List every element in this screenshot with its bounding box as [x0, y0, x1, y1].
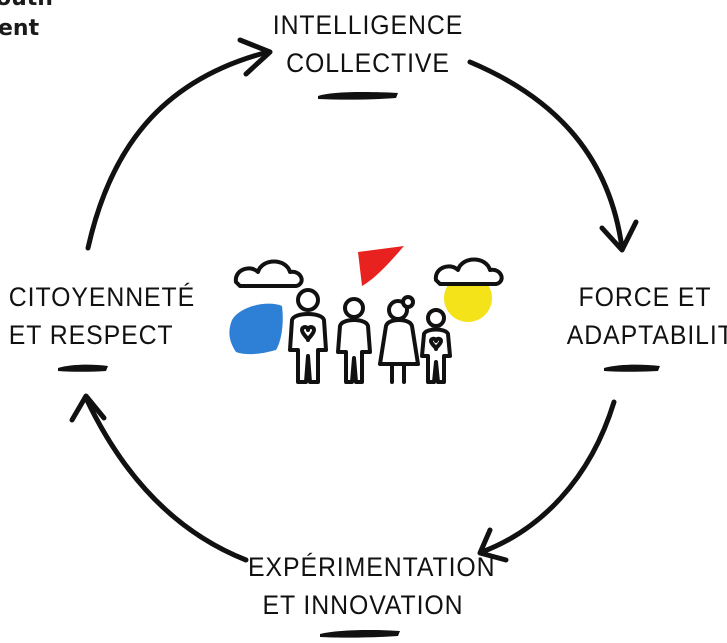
person-child-icon	[420, 308, 452, 384]
node-force-adaptabilite: FORCE ET ADAPTABILITÉ	[566, 278, 727, 354]
node-bottom-line-2: ET INNOVATION	[262, 590, 464, 620]
underline-right	[604, 364, 660, 372]
arrowhead-top	[237, 37, 273, 77]
cropped-heading-line-2: ent	[0, 16, 40, 41]
arrowhead-left	[69, 393, 107, 423]
underline-bottom	[320, 630, 400, 638]
cropped-heading-line-1: outh	[0, 0, 53, 11]
node-right-line-2: ADAPTABILITÉ	[566, 320, 727, 350]
arrowhead-bottom	[477, 527, 509, 563]
underline-top	[318, 92, 398, 100]
blue-splash	[229, 303, 283, 355]
arrow-bottom-to-left	[83, 395, 249, 563]
red-splash	[358, 246, 404, 286]
person-man-icon	[288, 288, 328, 384]
underline-left	[58, 364, 108, 372]
node-experimentation-innovation: EXPÉRIMENTATION ET INNOVATION	[248, 548, 496, 624]
node-intelligence-collective: INTELLIGENCE COLLECTIVE	[258, 6, 479, 82]
node-left-line-2: ET RESPECT	[8, 320, 174, 350]
cloud-left-icon	[233, 259, 304, 288]
arrowhead-right	[599, 219, 639, 253]
node-right-line-1: FORCE ET	[578, 282, 712, 312]
node-left-line-1: CITOYENNETÉ	[8, 282, 196, 312]
node-bottom-line-1: EXPÉRIMENTATION	[248, 552, 496, 582]
cloud-right-icon	[433, 257, 504, 286]
node-top-line-1: INTELLIGENCE	[272, 10, 464, 40]
arrow-right-to-bottom	[479, 399, 617, 555]
person-woman-icon	[378, 295, 420, 384]
node-top-line-2: COLLECTIVE	[286, 48, 450, 78]
person-man-2-icon	[336, 297, 372, 384]
arrow-top-to-right	[467, 59, 625, 251]
arrow-left-to-top	[85, 49, 271, 251]
node-citoyennete-respect: CITOYENNETÉ ET RESPECT	[8, 278, 196, 354]
